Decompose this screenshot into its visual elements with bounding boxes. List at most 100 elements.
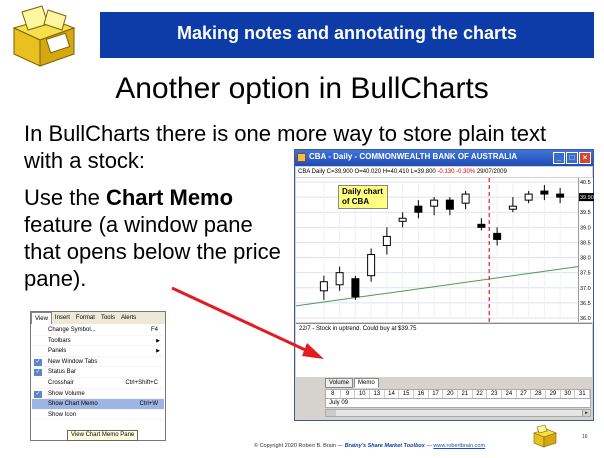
banner-title: Making notes and annotating the charts — [176, 23, 518, 43]
candle-body — [367, 254, 376, 277]
menu-item-shortcut: F4 — [150, 327, 158, 333]
menu-item[interactable]: Crosshair Ctrl+Shift+C — [32, 378, 164, 389]
candle-body — [556, 193, 565, 198]
memo-text[interactable]: 22/7 - Stock in uptrend. Could buy at $3… — [299, 326, 417, 332]
date-tick-label: 23 — [487, 390, 503, 398]
menu-item[interactable]: Change Symbol... F4 — [32, 325, 164, 336]
submenu-arrow-icon: ▶ — [156, 348, 160, 355]
menu-item[interactable]: ✓ Status Bar — [32, 367, 164, 378]
menu-tooltip: View Chart Memo Pane — [67, 430, 139, 441]
footer: © Copyright 2020 Robert B. Brain — Brain… — [254, 443, 485, 449]
footer-logo — [533, 424, 557, 448]
price-pane[interactable]: Daily chart of CBA — [295, 178, 579, 322]
menu-item[interactable]: ✓Show Volume — [32, 389, 164, 400]
price-tick-label: 36.0 — [580, 316, 591, 322]
price-tick-label: 38.5 — [580, 240, 591, 246]
date-tick-label: 20 — [443, 390, 459, 398]
menu-item[interactable]: Show Icon — [32, 410, 164, 421]
slide-banner: Making notes and annotating the charts — [100, 12, 594, 58]
candle-body — [430, 199, 439, 207]
date-tick-label: 14 — [385, 390, 400, 398]
date-tick-label: 31 — [575, 390, 591, 398]
menu-item-label: Show Icon — [48, 411, 77, 418]
bullcharts-window: CBA - Daily - COMMONWEALTH BANK OF AUSTR… — [294, 149, 594, 421]
candle-body — [524, 193, 533, 201]
body-prefix: Use the — [24, 185, 106, 210]
page-number: 16 — [582, 434, 588, 440]
scroll-right-arrow[interactable]: ▸ — [582, 410, 590, 416]
menu-item[interactable]: Toolbars▶ — [32, 336, 164, 347]
quote-info-bar: CBA Daily C=39.900 O=40.020 H=40.410 L=3… — [296, 167, 592, 177]
slide-title: Another option in BullCharts — [115, 72, 489, 105]
price-tick-label: 36.5 — [580, 301, 591, 307]
checkmark-icon: ✓ — [34, 358, 42, 366]
quote-change: -0.130 -0.30% — [437, 169, 476, 175]
menu-item-shortcut: Ctrl+Shift+C — [125, 379, 158, 386]
date-tick-label: 21 — [458, 390, 473, 398]
footer-separator: — — [424, 443, 434, 449]
date-tick-label: 13 — [370, 390, 385, 398]
trendline — [295, 266, 579, 307]
price-tick-label: 39.5 — [580, 210, 591, 216]
menu-item-shortcut: Ctrl+W — [139, 401, 159, 408]
price-chart — [295, 178, 579, 322]
menu-item[interactable]: Panels▶ — [32, 346, 164, 357]
window-title: CBA - Daily - COMMONWEALTH BANK OF AUSTR… — [309, 152, 518, 161]
candle-body — [493, 232, 502, 240]
chart-memo-term: Chart Memo — [105, 185, 234, 210]
price-axis-labels: 40.540.039.539.038.538.037.537.036.536.0… — [579, 180, 594, 322]
toolbox-logo — [12, 5, 76, 67]
month-label: July 09 — [325, 399, 591, 408]
maximize-button[interactable]: □ — [566, 152, 578, 164]
last-price-label: 39.90 — [580, 195, 594, 201]
intro-text: In BullCharts there is one more way to s… — [24, 121, 547, 173]
menu-insert[interactable]: Insert — [54, 315, 70, 321]
checkmark-icon: ✓ — [34, 369, 42, 377]
menu-item-label: Change Symbol... — [48, 327, 96, 333]
menu-item-label: Toolbars — [48, 337, 71, 344]
menu-view[interactable]: View — [31, 312, 52, 324]
date-tick-label: 15 — [399, 390, 415, 398]
chart-memo-pane[interactable]: 22/7 - Stock in uptrend. Could buy at $3… — [296, 323, 592, 377]
tab-volume[interactable]: Volume — [325, 378, 354, 388]
date-tick-label: 16 — [414, 390, 429, 398]
chart-annotation[interactable]: Daily chart of CBA — [338, 185, 388, 209]
view-menu-screenshot: View Insert Format Tools Alerts Change S… — [30, 311, 166, 441]
date-tick-label: 8 — [326, 390, 341, 398]
menu-format[interactable]: Format — [75, 315, 95, 321]
close-button[interactable]: × — [579, 152, 591, 164]
footer-link[interactable]: www.robertbrain.com — [433, 443, 486, 449]
candle-body — [398, 217, 407, 222]
price-tick-label: 39.0 — [580, 225, 591, 231]
body-text: Use the Chart Memo feature (a window pan… — [24, 184, 284, 292]
date-tick-label: 17 — [429, 390, 444, 398]
menu-item-label: Crosshair — [48, 379, 74, 386]
menu-tools[interactable]: Tools — [100, 315, 115, 321]
body-suffix: feature (a window pane that opens below … — [24, 212, 281, 291]
candle-body — [445, 199, 454, 210]
app-icon — [297, 153, 306, 162]
date-tick-label: 28 — [531, 390, 547, 398]
menu-item-label: New Window Tabs — [48, 358, 98, 365]
menu-item-label: Status Bar — [48, 369, 77, 376]
menu-alerts[interactable]: Alerts — [120, 315, 137, 321]
last-price-tag — [579, 193, 594, 202]
date-tick-label: 24 — [502, 390, 517, 398]
date-tick-label: 29 — [546, 390, 561, 398]
tab-memo[interactable]: Memo — [354, 378, 379, 388]
price-tick-label: 37.0 — [580, 286, 591, 292]
window-titlebar[interactable]: CBA - Daily - COMMONWEALTH BANK OF AUSTR… — [295, 150, 593, 166]
price-tick-label: 37.5 — [580, 271, 591, 277]
date-tick-label: 10 — [355, 390, 371, 398]
menu-item[interactable]: ✓ New Window Tabs — [32, 357, 164, 368]
horizontal-scrollbar[interactable]: ▸ — [325, 409, 591, 417]
candle-body — [335, 272, 344, 286]
minimize-button[interactable]: _ — [553, 152, 565, 164]
scroll-thumb[interactable] — [326, 410, 336, 416]
pane-tabs: Volume Memo — [325, 378, 380, 388]
candle-body — [319, 281, 328, 292]
price-axis: 40.540.039.539.038.538.037.537.036.536.0… — [578, 178, 594, 322]
